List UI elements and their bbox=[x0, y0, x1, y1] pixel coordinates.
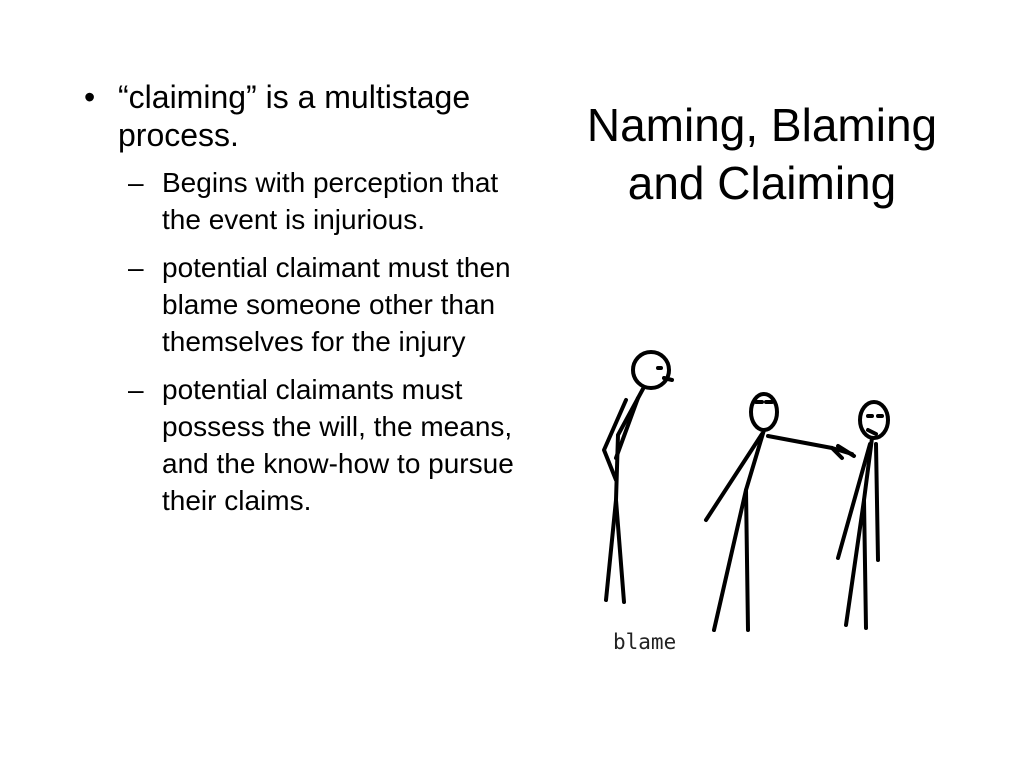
middle-stick-figure bbox=[704, 392, 856, 632]
sub-bullet-marker: – bbox=[128, 374, 144, 405]
main-bullet: • “claiming” is a multistage process. – … bbox=[84, 78, 524, 519]
sub-bullet-text: Begins with perception that the event is… bbox=[162, 167, 499, 235]
sub-bullet-text: potential claimant must then blame someo… bbox=[162, 252, 511, 357]
main-bullet-text: “claiming” is a multistage process. bbox=[118, 79, 471, 153]
stick-figures-blame-icon bbox=[602, 350, 890, 632]
right-stick-figure bbox=[836, 400, 890, 630]
sub-bullet-text: potential claimants must possess the wil… bbox=[162, 374, 514, 516]
sub-bullet-list: – Begins with perception that the event … bbox=[118, 164, 524, 519]
slide-title: Naming, Blaming and Claiming bbox=[586, 99, 938, 209]
image-caption: blame bbox=[613, 630, 677, 654]
sub-bullet-marker: – bbox=[128, 167, 144, 198]
sub-bullet-marker: – bbox=[128, 252, 144, 283]
bullet-marker: • bbox=[84, 79, 96, 115]
sub-bullet-perception: – Begins with perception that the event … bbox=[118, 164, 524, 238]
sub-bullet-blame: – potential claimant must then blame som… bbox=[118, 249, 524, 360]
left-stick-figure bbox=[602, 350, 674, 604]
bullet-list: • “claiming” is a multistage process. – … bbox=[84, 78, 524, 530]
sub-bullet-claim: – potential claimants must possess the w… bbox=[118, 371, 524, 519]
